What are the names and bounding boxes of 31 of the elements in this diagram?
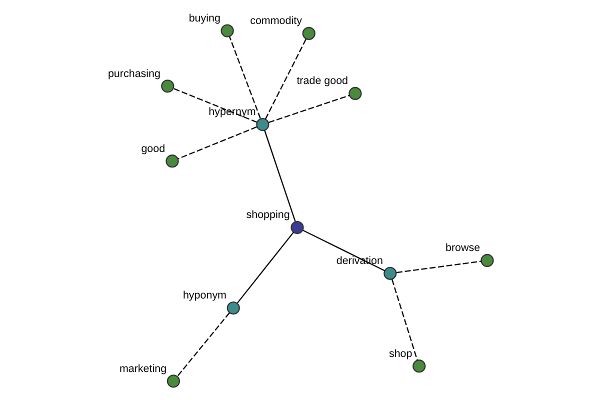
node-circle [166,154,179,168]
node-circle [256,118,270,132]
node-label: marketing [119,362,167,375]
node-label: shop [388,348,412,360]
connector [177,312,230,377]
node-circle [412,360,426,373]
node-label: browse [445,242,480,254]
connector [264,130,296,222]
connector [391,279,418,361]
node-label: purchasing [108,68,160,80]
node-circle [348,86,362,100]
connector [302,230,386,272]
node-label: trade good [296,75,348,88]
node-circle [384,266,397,280]
node-circle [480,254,494,268]
node-circle [226,301,240,315]
connector [396,260,482,274]
node-circle [290,220,304,234]
node-label: hyponym [182,290,227,302]
connector [178,126,257,160]
node-label: good [141,142,166,155]
node-label: buying [188,12,220,24]
connector [268,94,350,124]
node-circle [166,374,180,388]
connector [264,38,306,120]
node-label: shopping [246,209,290,222]
node-circle [220,24,234,38]
node-circle [302,26,316,40]
node-label: commodity [250,15,302,28]
node-circle [161,80,174,93]
connector [236,232,294,304]
